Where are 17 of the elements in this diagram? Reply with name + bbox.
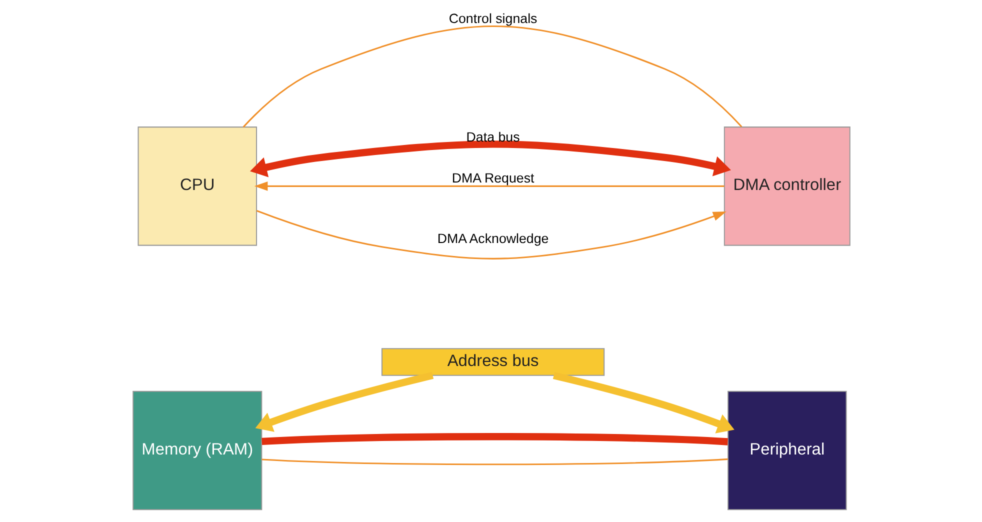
- edge-label: DMA Acknowledge: [436, 231, 548, 246]
- edge-label: DMA Request: [451, 170, 534, 186]
- arrow: [256, 210, 726, 260]
- connector: [261, 433, 728, 446]
- node-box: Memory (RAM): [132, 390, 262, 510]
- node-box: CPU: [137, 126, 257, 246]
- node-box: Address bus: [380, 348, 604, 376]
- connector: [242, 26, 742, 128]
- arrow: [254, 182, 724, 191]
- node-box: DMA controller: [723, 126, 850, 246]
- arrow: [552, 372, 734, 434]
- arrow: [250, 140, 730, 178]
- arrow: [254, 372, 434, 432]
- connector: [261, 458, 728, 466]
- node-box: Peripheral: [727, 390, 846, 510]
- edge-label: Control signals: [448, 11, 537, 26]
- edge-label: Data bus: [466, 129, 520, 144]
